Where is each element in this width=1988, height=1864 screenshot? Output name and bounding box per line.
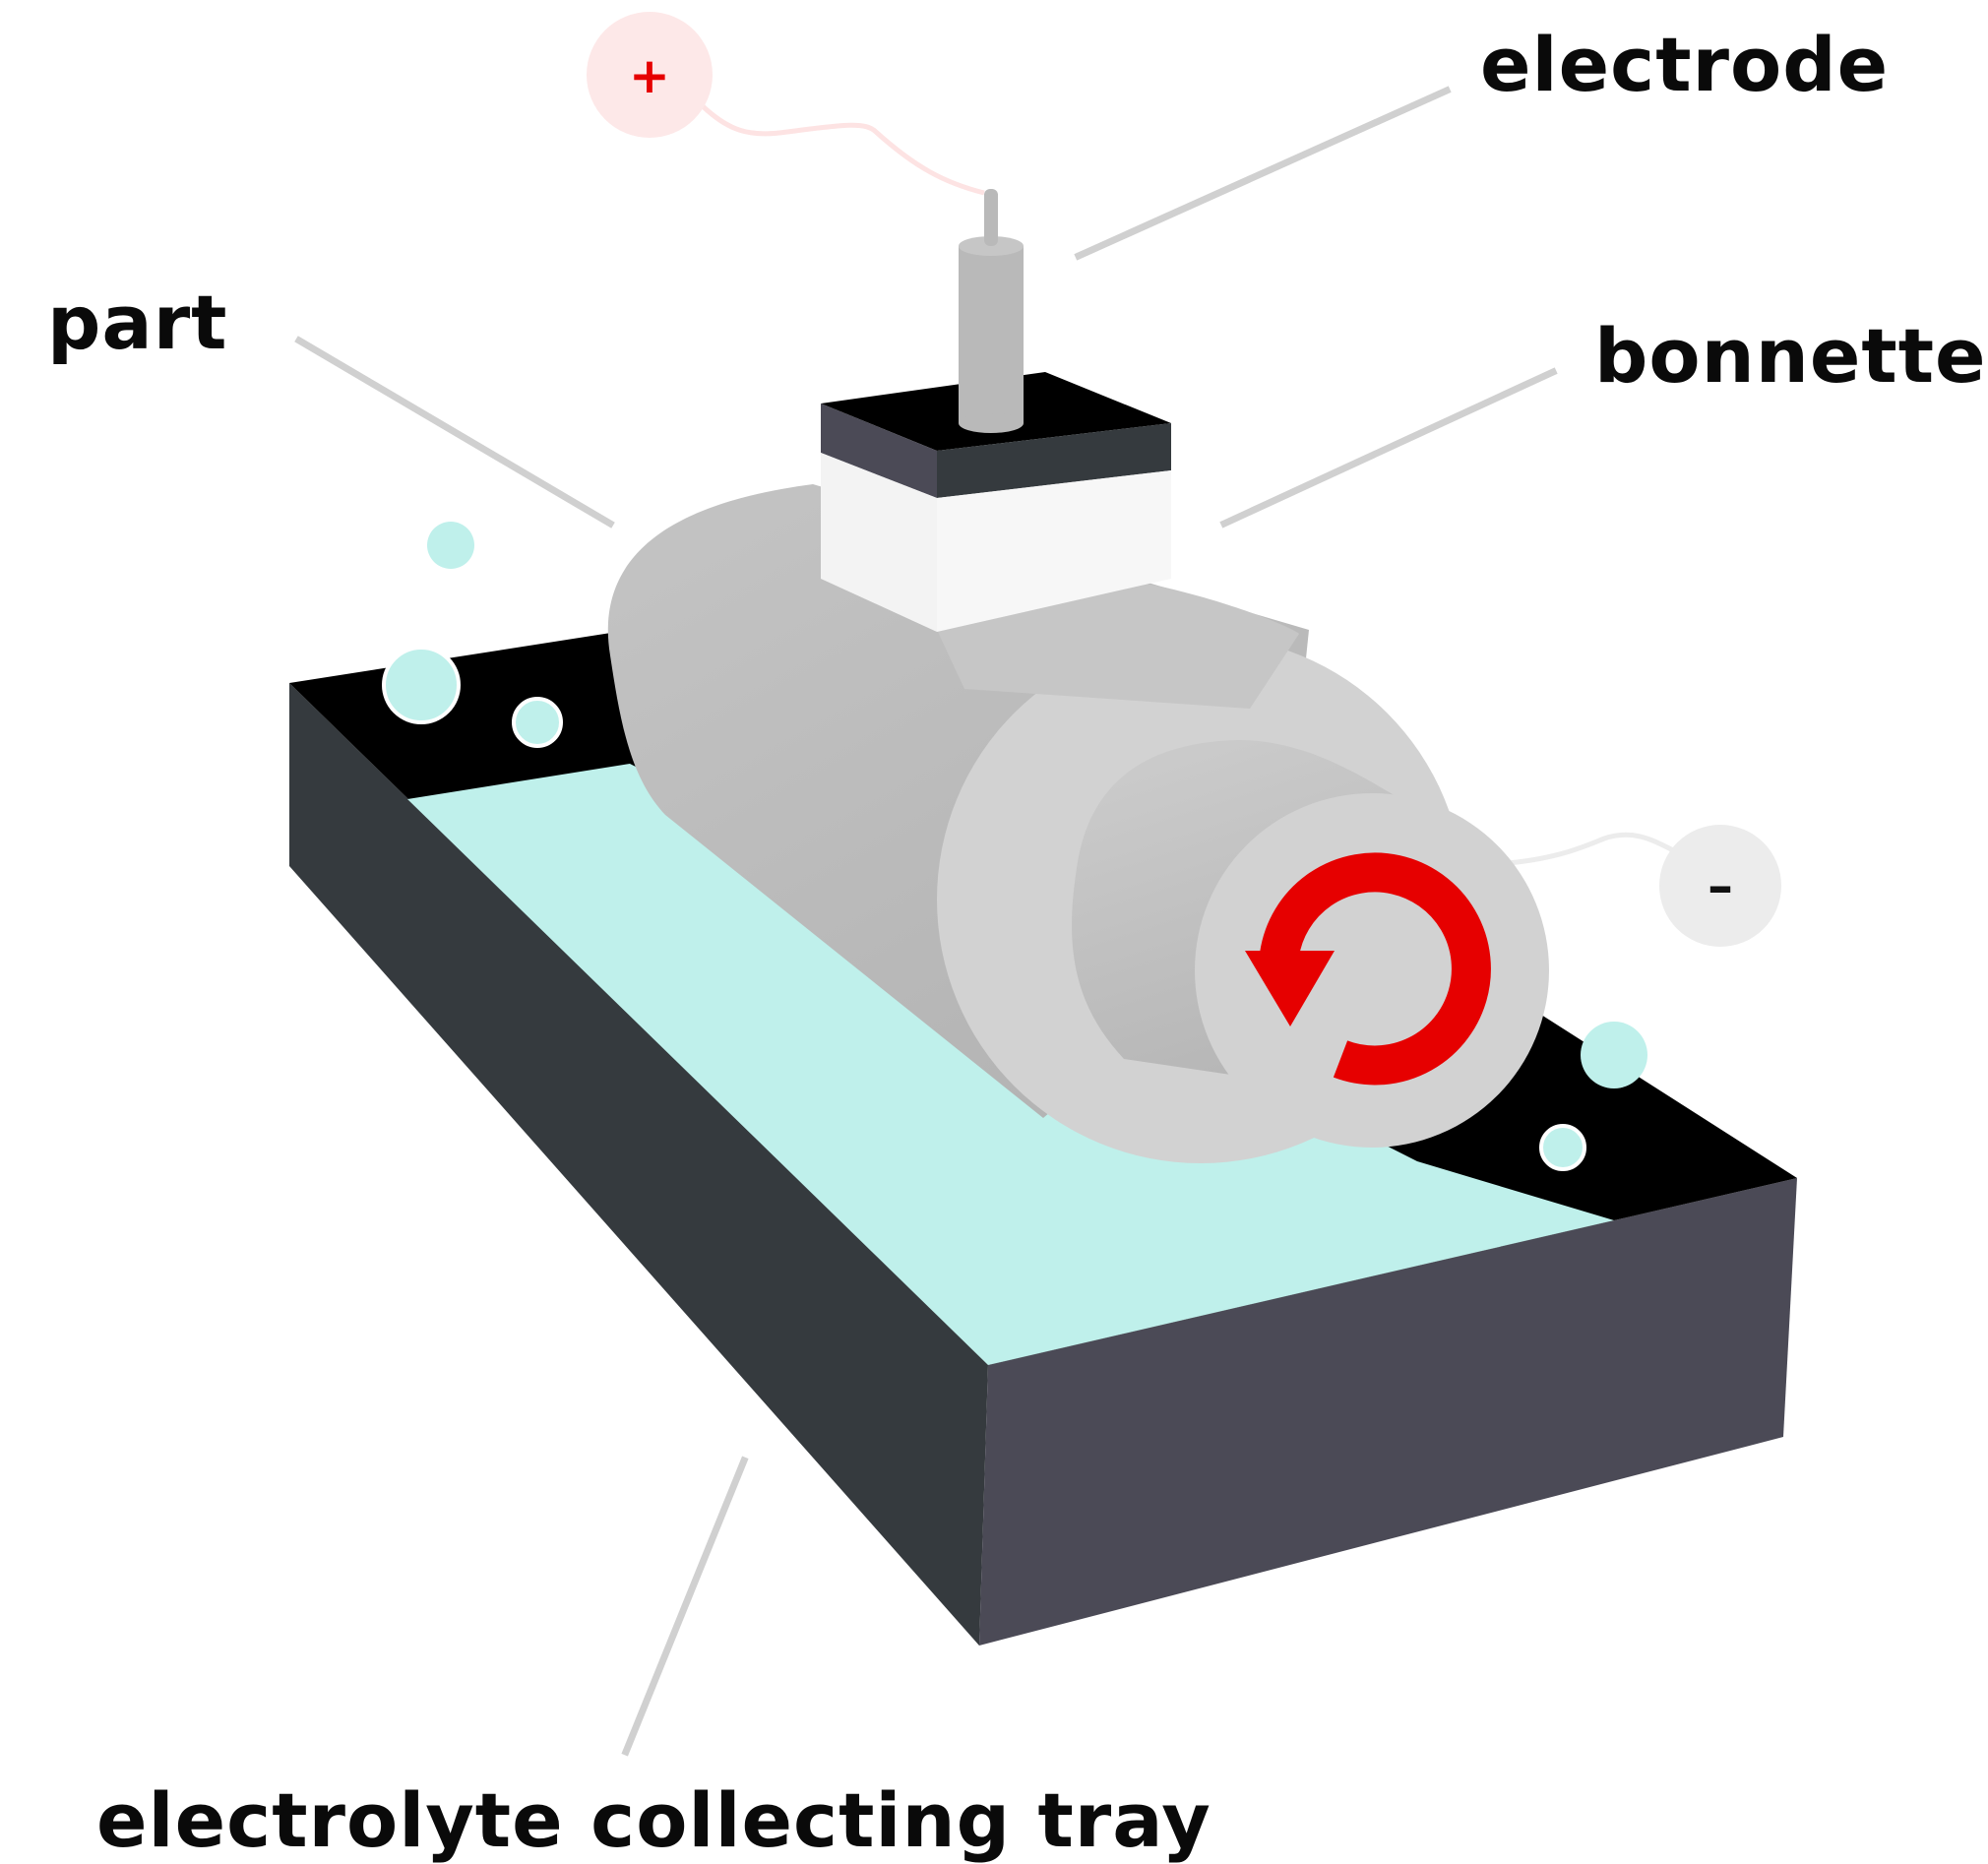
bonnette [821, 372, 1171, 632]
electrode [959, 189, 1024, 433]
negative-wire [1495, 832, 1675, 867]
bonnette-face-left [821, 453, 937, 632]
bonnette-face-right [937, 470, 1171, 632]
bonnette-band-right [937, 423, 1171, 498]
droplet [382, 646, 461, 724]
label-bonnette: bonnette [1594, 312, 1987, 400]
leader-line-part [294, 336, 615, 528]
label-part: part [47, 279, 228, 366]
positive-terminal: + [587, 12, 713, 138]
leader-line-electrode [1074, 86, 1452, 261]
label-electrode: electrode [1480, 21, 1889, 108]
droplet [1581, 1022, 1647, 1088]
part-top-edge [937, 579, 1299, 709]
droplet [512, 697, 563, 748]
leader-lines [294, 86, 1558, 1757]
positive-wire [701, 104, 985, 196]
label-electrolyte-collecting-tray: electrolyte collecting tray [96, 1776, 1211, 1864]
positive-sign: + [629, 47, 670, 104]
tray-front-wall [979, 1178, 1797, 1646]
negative-terminal: – [1659, 825, 1781, 947]
tray-left-wall [289, 683, 988, 1646]
leader-line-tray [621, 1456, 749, 1757]
rotation-arrow-icon [1245, 852, 1491, 1086]
droplet [427, 522, 474, 569]
part [607, 484, 1549, 1163]
electrolyte-droplets [382, 522, 1647, 1171]
part-shaft [1195, 793, 1549, 1148]
negative-sign: – [1708, 857, 1733, 916]
droplet [1539, 1124, 1586, 1171]
leader-line-bonnette [1219, 367, 1558, 528]
bonnette-band-left [821, 404, 937, 498]
